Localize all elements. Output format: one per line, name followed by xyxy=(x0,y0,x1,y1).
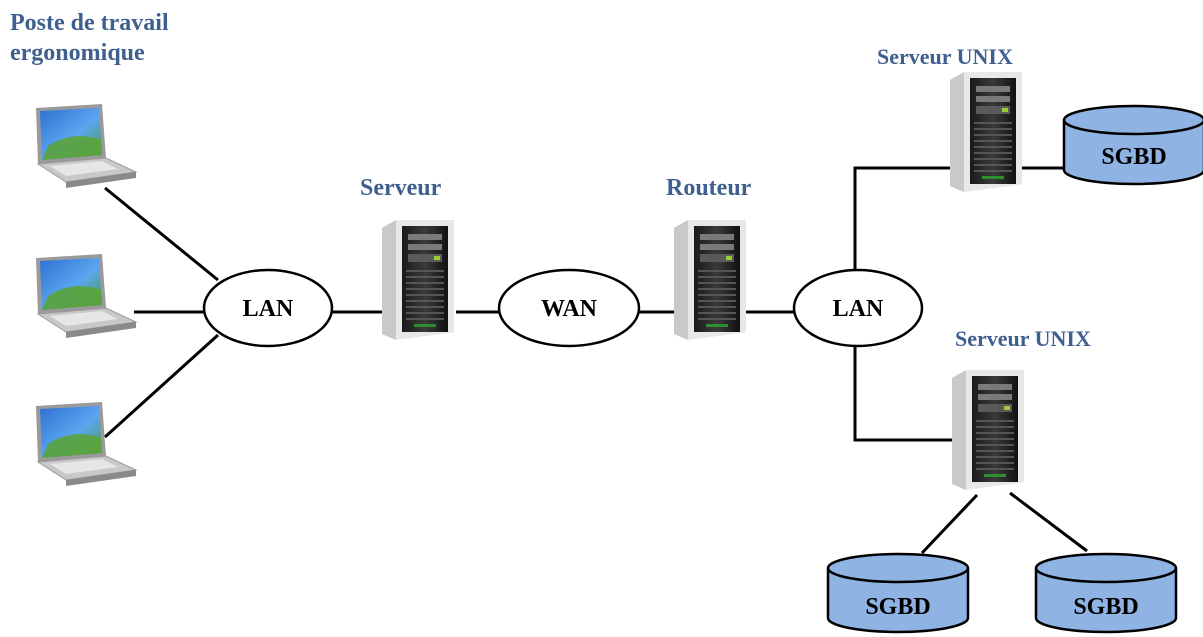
laptop-icon-1 xyxy=(35,103,137,189)
workstation-title-line1: Poste de travail xyxy=(10,10,169,36)
link-unix-bottom-sgbd-right xyxy=(1009,491,1088,553)
link-lan-unix-top xyxy=(853,166,952,283)
laptop-icon-2 xyxy=(35,253,137,339)
lan-left-label: LAN xyxy=(243,296,294,322)
laptop-icon-3 xyxy=(35,401,137,487)
database-icon xyxy=(1034,552,1178,634)
lan-right-node: LAN xyxy=(792,268,924,348)
lan-right-label: LAN xyxy=(833,296,884,322)
server-label: Serveur xyxy=(360,175,442,201)
link-unix-bottom-sgbd-left xyxy=(920,493,979,555)
unix-server-bottom-icon xyxy=(952,370,1024,490)
sgbd-bottom-left-label: SGBD xyxy=(865,594,930,620)
lan-left-node: LAN xyxy=(202,268,334,348)
unix-server-top-icon xyxy=(950,72,1022,192)
link-laptop1-lan xyxy=(104,186,219,282)
database-icon xyxy=(826,552,970,634)
wan-label: WAN xyxy=(541,296,598,322)
sgbd-top-node: SGBD xyxy=(1062,104,1203,186)
router-label: Routeur xyxy=(666,175,752,201)
workstation-title: Poste de travail ergonomique xyxy=(10,8,169,68)
connection-lines xyxy=(103,166,1088,555)
sgbd-bottom-right-node: SGBD xyxy=(1034,552,1178,634)
server-tower-icon xyxy=(382,220,454,340)
router-tower-icon xyxy=(674,220,746,340)
sgbd-bottom-left-node: SGBD xyxy=(826,552,970,634)
unix-server-bottom-label: Serveur UNIX xyxy=(955,326,1091,351)
sgbd-bottom-right-label: SGBD xyxy=(1073,594,1138,620)
link-laptop3-lan xyxy=(103,333,220,439)
wan-node: WAN xyxy=(497,268,641,348)
sgbd-top-label: SGBD xyxy=(1101,144,1166,170)
workstation-title-line2: ergonomique xyxy=(10,40,145,66)
link-lan-unix-bottom xyxy=(853,341,953,442)
unix-server-top-label: Serveur UNIX xyxy=(877,44,1013,69)
